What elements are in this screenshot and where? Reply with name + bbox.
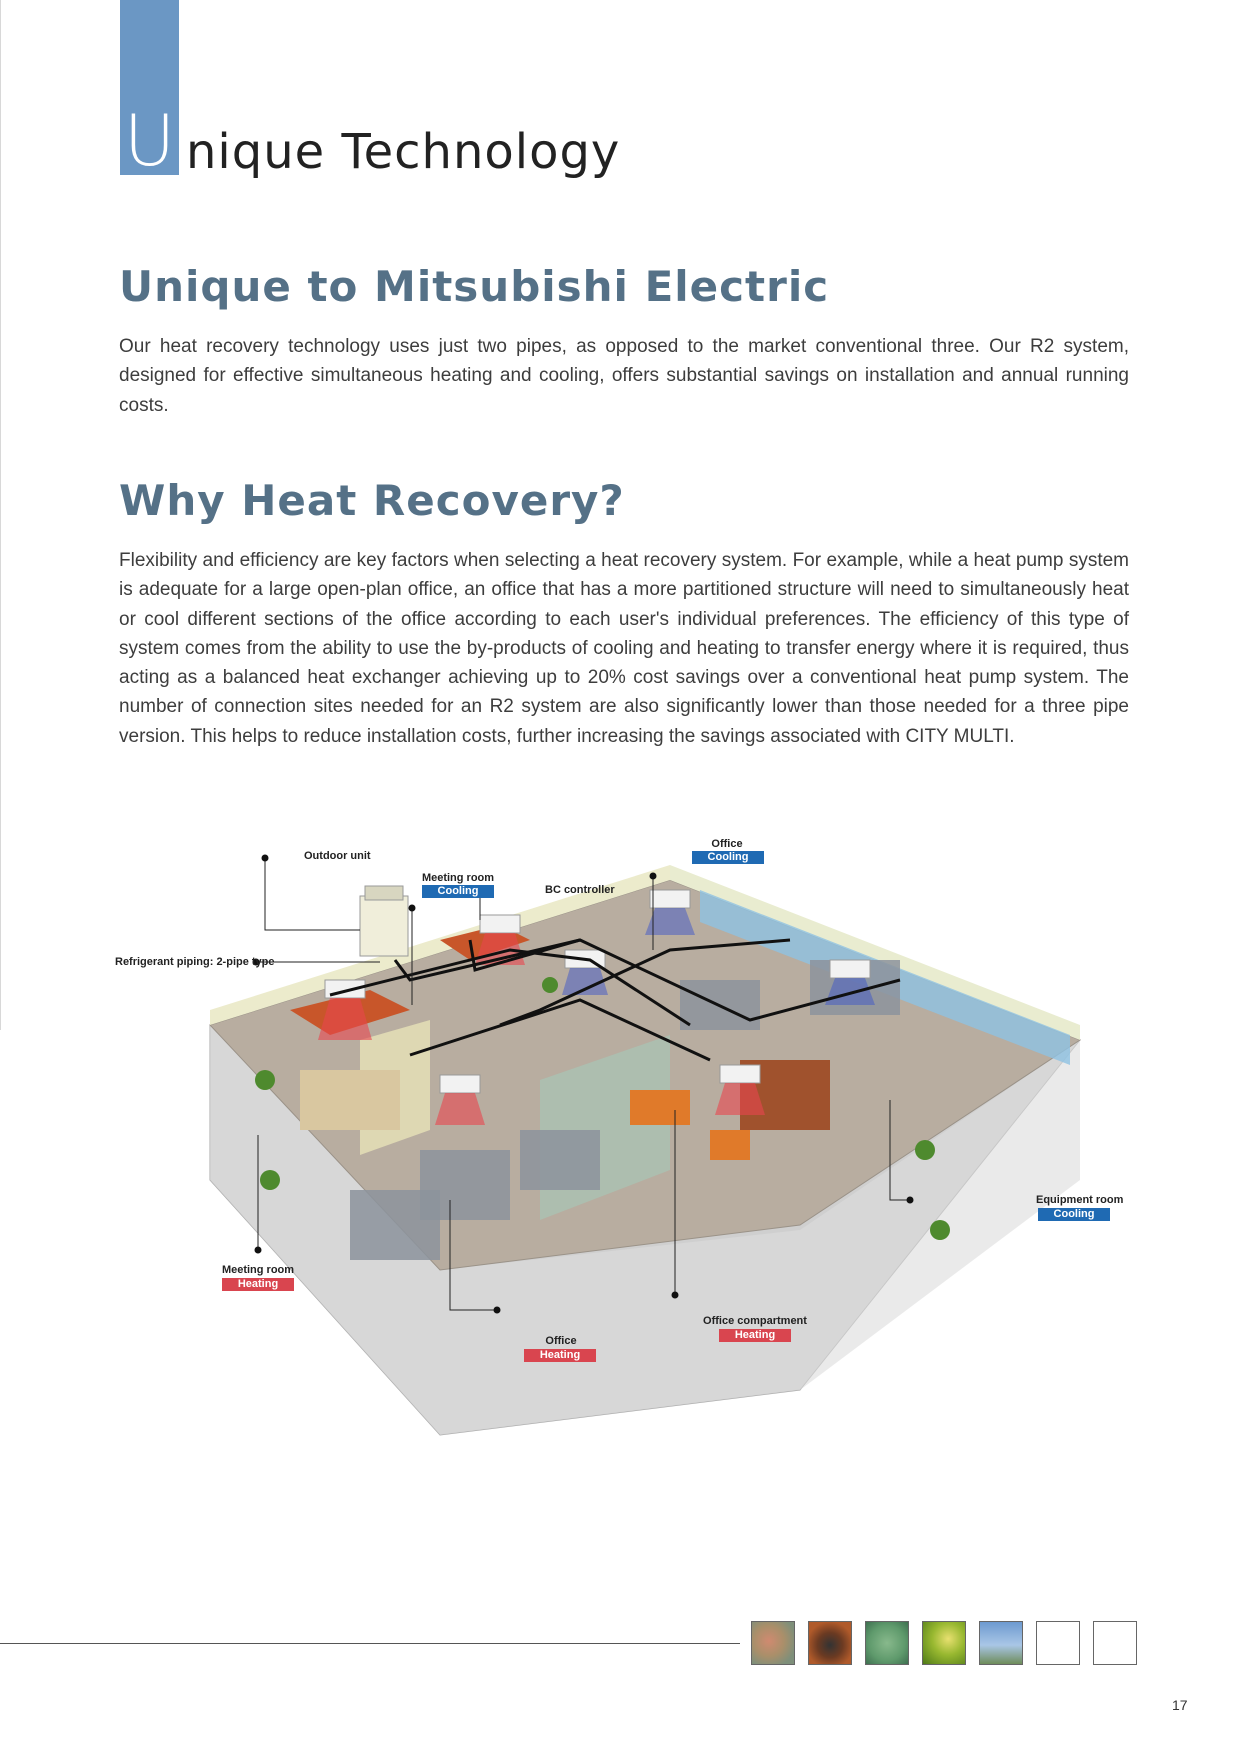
tag-office-compartment-heating: Heating <box>719 1329 791 1342</box>
section-paragraph-why: Flexibility and efficiency are key facto… <box>119 550 1129 747</box>
building-illustration <box>209 854 1082 1436</box>
title-initial: U <box>123 100 176 182</box>
tag-meeting-room-bottom-heating: Heating <box>222 1278 294 1291</box>
thumbnail-tree-icon <box>979 1621 1023 1665</box>
label-meeting-room-bottom: Meeting room <box>221 1264 295 1276</box>
section-heading-why: Why Heat Recovery? <box>119 476 625 525</box>
section-paragraph-unique: Our heat recovery technology uses just t… <box>119 336 1129 416</box>
label-outdoor-unit: Outdoor unit <box>304 850 371 862</box>
page-title: nique Technology <box>186 124 621 180</box>
tag-meeting-room-top-cooling: Cooling <box>422 885 494 898</box>
tag-office-top-cooling: Cooling <box>692 851 764 864</box>
title-accent-block <box>120 0 179 175</box>
label-office-compartment: Office compartment <box>703 1315 807 1327</box>
thumbnail-plant-icon <box>922 1621 966 1665</box>
tag-office-bottom-heating: Heating <box>524 1349 596 1362</box>
label-refrigerant-piping: Refrigerant piping: 2-pipe type <box>115 956 275 968</box>
label-office-bottom: Office <box>545 1335 577 1347</box>
label-equipment-room: Equipment room <box>1036 1194 1124 1206</box>
thumbnail-gear-icon <box>808 1621 852 1665</box>
label-bc-controller: BC controller <box>545 884 615 896</box>
building-diagram: Outdoor unit Refrigerant piping: 2-pipe … <box>110 830 1140 1450</box>
section-heading-unique: Unique to Mitsubishi Electric <box>119 262 830 311</box>
footer-rule <box>0 1643 740 1644</box>
thumbnail-empty-2 <box>1093 1621 1137 1665</box>
label-office-top: Office <box>711 838 743 850</box>
tag-equipment-room-cooling: Cooling <box>1038 1208 1110 1221</box>
page-number: 17 <box>1172 1697 1188 1713</box>
page-edge-line <box>0 0 1 1030</box>
thumbnail-globe-icon <box>751 1621 795 1665</box>
thumbnail-leaf-icon <box>865 1621 909 1665</box>
thumbnail-empty-1 <box>1036 1621 1080 1665</box>
label-meeting-room-top: Meeting room <box>421 872 495 884</box>
